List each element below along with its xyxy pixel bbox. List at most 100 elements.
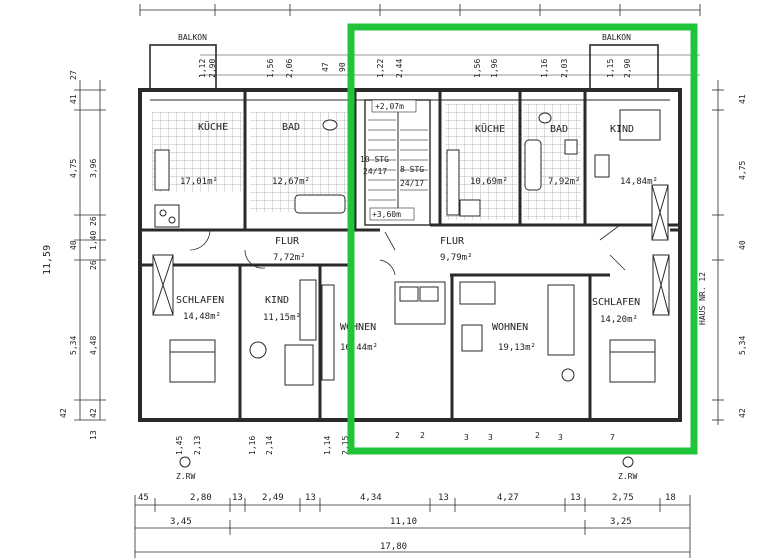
dim-left-g: 26	[89, 260, 98, 270]
stair-label-a: 10 STG	[360, 155, 389, 164]
fixtures	[152, 109, 670, 386]
room-bad-right-name: BAD	[550, 124, 568, 135]
dim-top-6: 90	[338, 62, 347, 72]
dim-left-a: 27	[69, 70, 78, 80]
dim-top-11: 1,16	[540, 59, 549, 78]
dim-bottom1-f: 4,34	[360, 493, 382, 503]
bottom-dimension-lines	[134, 495, 691, 558]
top-dimension-text: 1,12 2,90 1,56 2,06 47 90 1,22 2,44 1,56…	[198, 59, 632, 78]
room-kind-right-name: KIND	[610, 124, 634, 135]
room-bad-left-area: 12,67m²	[272, 177, 310, 187]
dim-left-d: 3,96	[89, 159, 98, 178]
dim-left-f: 1,40	[89, 231, 98, 250]
bottom-dimension-text: 45 2,80 13 2,49 13 4,34 13 4,27 13 2,75 …	[138, 493, 676, 552]
balcony-right-label: BALKON	[602, 33, 631, 42]
under-dim-g: 2	[395, 431, 400, 440]
room-flur-right-area: 9,79m²	[440, 253, 473, 263]
room-schlafen-left-name: SCHLAFEN	[176, 295, 224, 306]
room-kind-left-name: KIND	[265, 295, 289, 306]
under-dim-m: 7	[610, 433, 615, 442]
under-dim-l: 3	[558, 433, 563, 442]
room-bad-right-area: 7,92m²	[548, 177, 581, 187]
dim-top-7: 1,22	[376, 59, 385, 78]
stair-labels: +2,07m 10 STG 24/17 8 STG 24/17 +3,60m	[360, 99, 424, 221]
stair-level-bottom: +3,60m	[372, 210, 401, 219]
dim-left-h: 40	[69, 240, 78, 250]
room-kind-left-area: 11,15m²	[263, 313, 301, 323]
room-labels: KÜCHE 17,01m² BAD 12,67m² FLUR 7,72m² SC…	[176, 120, 658, 353]
dim-bottom1-c: 13	[232, 493, 243, 503]
room-kueche-right-name: KÜCHE	[475, 122, 505, 135]
dim-left-m: 42	[89, 408, 98, 418]
dim-bottom3-a: 17,80	[380, 542, 407, 552]
dim-right-e: 42	[738, 408, 747, 418]
dim-bottom1-j: 2,75	[612, 493, 634, 503]
dim-right-d: 5,34	[738, 336, 747, 355]
stair-steps	[368, 119, 428, 201]
room-flur-left-name: FLUR	[275, 236, 300, 247]
dim-right-b: 4,75	[738, 161, 747, 180]
dim-right-c: 40	[738, 240, 747, 250]
balcony-left-label: BALKON	[178, 33, 207, 42]
dim-bottom1-h: 4,27	[497, 493, 519, 503]
room-kind-right-area: 14,84m²	[620, 177, 658, 187]
dim-bottom1-d: 2,49	[262, 493, 284, 503]
room-bad-left-name: BAD	[282, 122, 300, 133]
room-kueche-right-area: 10,69m²	[470, 177, 508, 187]
dim-left-b: 41	[69, 94, 78, 104]
under-dim-c: 1,16	[248, 436, 257, 455]
stair-label-d: 24/17	[400, 179, 424, 188]
dim-top-14: 2,90	[623, 59, 632, 78]
under-dim-a: 1,45	[175, 436, 184, 455]
rw-left-label: Z.RW	[176, 472, 195, 481]
right-dimension-text: 41 4,75 40 5,34 42 HAUS NR. 12	[698, 94, 747, 418]
dim-left-k: 4,48	[89, 336, 98, 355]
room-kueche-left-name: KÜCHE	[198, 120, 228, 133]
dim-bottom1-k: 18	[665, 493, 676, 503]
dim-top-2: 2,90	[208, 59, 217, 78]
dim-left-c: 4,75	[69, 159, 78, 178]
dim-top-9: 1,56	[473, 59, 482, 78]
dim-top-12: 2,03	[560, 59, 569, 78]
dim-top-4: 2,06	[285, 59, 294, 78]
room-flur-right-name: FLUR	[440, 236, 465, 247]
dim-bottom2-b: 11,10	[390, 517, 417, 527]
dim-bottom1-b: 2,80	[190, 493, 212, 503]
room-wohnen-right-name: WOHNEN	[492, 322, 528, 333]
under-dim-f: 2,15	[341, 436, 350, 455]
dim-left-j: 5,34	[69, 336, 78, 355]
stair-level-top: +2,07m	[375, 102, 404, 111]
room-flur-left-area: 7,72m²	[273, 253, 306, 263]
room-schlafen-right-area: 14,20m²	[600, 315, 638, 325]
dim-top-1: 1,12	[198, 59, 207, 78]
room-wohnen-right-area: 19,13m²	[498, 343, 536, 353]
dim-left-n: 13	[89, 430, 98, 440]
dim-bottom2-c: 3,25	[610, 517, 632, 527]
threshold-marks	[305, 265, 490, 276]
under-dim-b: 2,13	[193, 436, 202, 455]
dim-bottom2-a: 3,45	[170, 517, 192, 527]
stair-label-c: 8 STG	[400, 165, 424, 174]
under-dim-k: 2	[535, 431, 540, 440]
house-number: HAUS NR. 12	[698, 272, 707, 325]
dim-left-l: 42	[59, 408, 68, 418]
under-dim-h: 2	[420, 431, 425, 440]
room-wohnen-left-area: 16,44m²	[340, 343, 378, 353]
room-schlafen-right-name: SCHLAFEN	[592, 297, 640, 308]
dim-left-total: 11,59	[42, 245, 53, 275]
under-dim-e: 1,14	[323, 436, 332, 455]
right-dimension-lines	[712, 80, 724, 425]
dim-top-3: 1,56	[266, 59, 275, 78]
under-plan-dims: 1,45 2,13 1,16 2,14 1,14 2,15 2 2 3 3 2 …	[175, 431, 615, 455]
dim-right-a: 41	[738, 94, 747, 104]
under-dim-d: 2,14	[265, 436, 274, 455]
left-dimension-text: 27 41 4,75 3,96 26 1,40 26 40 11,59 5,34…	[42, 70, 98, 440]
rainwater-markers: Z.RW Z.RW	[176, 456, 637, 481]
dim-top-5: 47	[321, 62, 330, 72]
under-dim-i: 3	[464, 433, 469, 442]
room-kueche-left-area: 17,01m²	[180, 177, 218, 187]
room-schlafen-left-area: 14,48m²	[183, 312, 221, 322]
dim-top-10: 1,96	[490, 59, 499, 78]
